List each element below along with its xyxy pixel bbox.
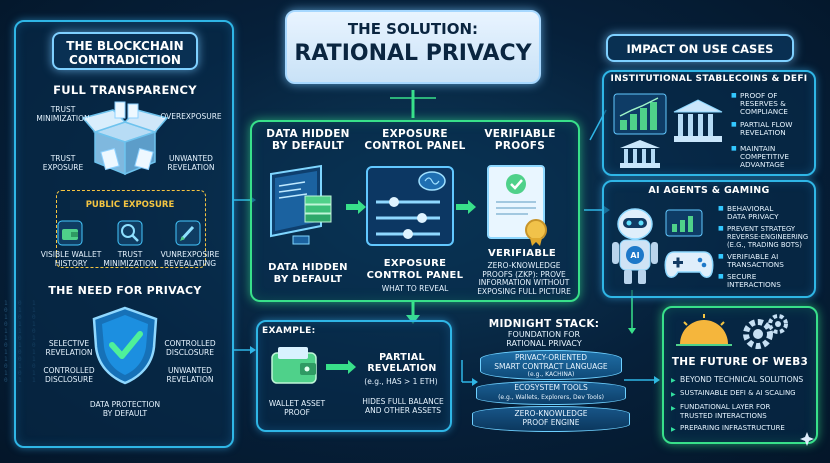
gamepad-icon bbox=[664, 251, 714, 278]
brain-icon bbox=[418, 171, 446, 191]
arrow-2 bbox=[456, 200, 476, 214]
impact-title-text: IMPACT ON USE CASES bbox=[626, 42, 774, 56]
vunrexposire-label: VUNREXPOSIRE REVEALATING bbox=[160, 250, 220, 268]
col3-heading: VERIFIABLE PROOFS bbox=[484, 128, 556, 152]
future-item-3: FUNDATIONAL LAYER FOR TRUSTED INTERACTIO… bbox=[671, 403, 816, 421]
data-protection-label: DATA PROTECTION BY DEFAULT bbox=[89, 400, 161, 418]
unwanted-revelation-label: UNWANTED REVELATION bbox=[167, 154, 215, 172]
trust-minimization-label-2: TRUST MINIMIZATION bbox=[103, 250, 157, 268]
magnifier-icon bbox=[117, 220, 143, 246]
stack-layer-2-sub: (e.g., Wallets, Explorers, Dev Tools) bbox=[498, 394, 604, 401]
sunrise-icon bbox=[676, 314, 732, 346]
bar-chart-icon bbox=[613, 93, 667, 135]
ai-gaming-title: AI AGENTS & GAMING bbox=[648, 185, 770, 196]
has-eth-label: (e.g., HAS > 1 ETH) bbox=[364, 377, 438, 386]
col1-heading: DATA HIDDEN BY DEFAULT bbox=[266, 128, 350, 152]
hides-balance-label: HIDES FULL BALANCE AND OTHER ASSETS bbox=[362, 397, 444, 415]
sparkle-icon bbox=[800, 432, 814, 446]
monitor-icon bbox=[270, 164, 332, 245]
future-item-1: BEYOND TECHNICAL SOLUTIONS bbox=[671, 375, 816, 385]
unwanted-revelation-label-2: UNWANTED REVELATION bbox=[166, 366, 214, 384]
solution-title-line1: THE SOLUTION: bbox=[347, 20, 479, 38]
future-item-2: SUSTAINABLE DEFI & AI SCALING bbox=[671, 389, 816, 399]
stack-layer-2-label: ECOSYSTEM TOOLS bbox=[514, 383, 588, 392]
solution-title-line2: RATIONAL PRIVACY bbox=[294, 41, 532, 66]
open-box-icon bbox=[81, 101, 169, 176]
arrow-example bbox=[326, 360, 356, 374]
contradiction-title-line1: THE BLOCKCHAIN bbox=[66, 39, 184, 53]
stack-layer-3-label: ZERO-KNOWLEDGE PROOF ENGINE bbox=[514, 409, 588, 427]
blockchain-contradiction-title: THE BLOCKCHAIN CONTRADICTION bbox=[52, 32, 198, 70]
stack-layer-1-label: PRIVACY-ORIENTED SMART CONTRACT LANGUAGE bbox=[494, 353, 608, 371]
future-item-4: PREPARING INFRASTRUCTURE bbox=[671, 424, 816, 434]
midnight-subtitle: FOUNDATION FOR RATIONAL PRIVACY bbox=[506, 330, 582, 348]
overexposure-label: OVEREXPOSURE bbox=[160, 112, 222, 121]
sliders-icon bbox=[376, 197, 440, 239]
future-title: THE FUTURE OF WEB3 bbox=[671, 356, 809, 368]
inst-item-2: PARTIAL FLOW REVELATION bbox=[731, 121, 814, 137]
example-label: EXAMPLE: bbox=[262, 326, 316, 336]
pen-icon bbox=[175, 220, 201, 246]
col3-subtext: ZERO-KNOWLEDGE PROOFS (ZKP): PROVE INFOR… bbox=[477, 261, 571, 296]
solution-title: THE SOLUTION: RATIONAL PRIVACY bbox=[285, 10, 541, 84]
col2-heading: EXPOSURE CONTROL PANEL bbox=[364, 128, 466, 152]
impact-title: IMPACT ON USE CASES bbox=[606, 34, 794, 62]
certificate-icon bbox=[487, 165, 547, 246]
stack-layer-1-sub: (e.g., KACHINA) bbox=[527, 371, 575, 378]
trust-exposure-label: TRUST EXPOSURE bbox=[42, 154, 84, 172]
wallet-asset-proof-label: WALLET ASSET PROOF bbox=[268, 399, 326, 417]
stack-layer-3 bbox=[472, 406, 630, 432]
trust-minimization-label: TRUST MINIMIZATION bbox=[36, 105, 90, 123]
bank-icon-small bbox=[620, 140, 660, 168]
inst-item-1: PROOF OF RESERVES & COMPLIANCE bbox=[731, 92, 814, 116]
inst-item-3: MAINTAIN COMPETITIVE ADVANTAGE bbox=[731, 145, 814, 169]
visible-wallet-history-label: VISIBLE WALLET HISTORY bbox=[40, 250, 102, 268]
col2-subtext: WHAT TO REVEAL bbox=[381, 284, 449, 293]
full-transparency-heading: FULL TRANSPARENCY bbox=[53, 83, 197, 97]
selective-revelation-label: SELECTIVE REVELATION bbox=[45, 339, 93, 357]
partial-revelation-label: PARTIAL REVELATION bbox=[367, 352, 437, 374]
stack-layer-1 bbox=[480, 350, 622, 380]
ai-item-4: SECURE INTERACTIONS bbox=[718, 273, 815, 289]
contradiction-title-line2: CONTRADICTION bbox=[69, 53, 181, 67]
controlled-disclosure-left-label: CONTROLLED DISCLOSURE bbox=[43, 366, 95, 384]
controlled-disclosure-right-label: CONTROLLED DISCLOSURE bbox=[164, 339, 216, 357]
institutional-title: INSTITUTIONAL STABLECOINS & DEFI bbox=[610, 74, 808, 84]
need-for-privacy-heading: THE NEED FOR PRIVACY bbox=[48, 284, 202, 297]
ai-badge-text: AI bbox=[630, 251, 639, 260]
arrow-1 bbox=[346, 200, 366, 214]
stack-layer-2 bbox=[476, 381, 626, 405]
wallet-proof-icon bbox=[271, 347, 317, 384]
bank-icon bbox=[673, 99, 723, 142]
public-exposure-label: PUBLIC EXPOSURE bbox=[70, 200, 190, 210]
ai-item-2: PREVENT STRATEGY REVERSE-ENGINEERING (e.… bbox=[718, 225, 817, 249]
shield-check-icon bbox=[92, 306, 158, 385]
public-exposure-frame bbox=[56, 190, 206, 268]
midnight-title: MIDNIGHT STACK: bbox=[488, 318, 600, 330]
ai-item-1: BEHAVIORAL DATA PRIVACY bbox=[718, 205, 815, 221]
col3-footer: VERIFIABLE bbox=[487, 248, 557, 259]
col2-footer: EXPOSURE CONTROL PANEL bbox=[366, 258, 464, 281]
robot-icon: AI bbox=[612, 208, 658, 284]
wallet-icon bbox=[57, 220, 83, 246]
gear-icon bbox=[743, 314, 788, 349]
chart-screen-icon bbox=[665, 209, 703, 237]
ai-item-3: VERIFIABLE AI TRANSACTIONS bbox=[718, 253, 815, 269]
col1-footer: DATA HIDDEN BY DEFAULT bbox=[268, 262, 348, 285]
